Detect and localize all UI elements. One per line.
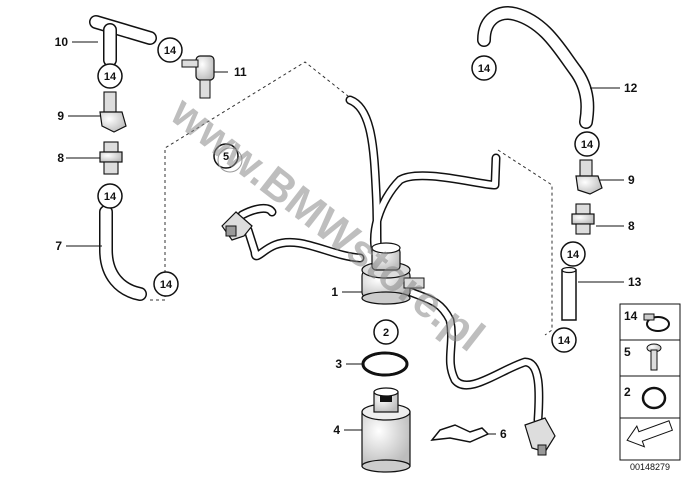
part-4-damper[interactable] [361, 387, 411, 473]
part-12-long-hose[interactable] [477, 6, 595, 129]
ref-14-b: 14 [97, 63, 123, 89]
legend-arrow-icon [626, 420, 674, 448]
part-8-right-valve[interactable] [571, 203, 595, 235]
callout-labels: 10 11 9 8 7 12 9 8 13 1 3 4 6 [55, 35, 642, 441]
svg-text:2: 2 [383, 327, 389, 339]
circled-references: 14 14 14 14 14 14 14 14 5 2 [97, 37, 600, 353]
callout-8-right: 8 [628, 219, 635, 233]
callout-11: 11 [234, 65, 247, 79]
legend-num-14: 14 [624, 309, 638, 323]
legend-num-5: 5 [624, 345, 631, 359]
ref-2: 2 [373, 319, 399, 345]
legend-screw: 5 [624, 343, 662, 371]
callout-12: 12 [624, 81, 638, 95]
part-8-left-valve[interactable] [99, 141, 123, 175]
callout-8-left: 8 [57, 151, 64, 165]
hose-harness [237, 95, 544, 425]
part-13-straight-hose[interactable] [561, 266, 577, 321]
callout-9-left: 9 [57, 109, 64, 123]
part-10-t-hose[interactable] [89, 15, 157, 67]
harness-connector-right [524, 417, 556, 456]
legend-o-ring: 2 [624, 385, 667, 410]
ref-14-e: 14 [471, 55, 497, 81]
svg-text:14: 14 [160, 279, 173, 291]
part-6-wire-bracket[interactable] [430, 424, 490, 443]
ref-14-g: 14 [560, 241, 586, 267]
callout-13: 13 [628, 275, 642, 289]
svg-text:14: 14 [104, 71, 117, 83]
callout-7: 7 [55, 239, 62, 253]
legend-hose-clamp: 14 [624, 309, 670, 332]
ref-5: 5 [213, 143, 243, 173]
svg-text:14: 14 [104, 191, 117, 203]
callout-3: 3 [335, 357, 342, 371]
leader-lines [66, 41, 624, 435]
ref-14-f: 14 [574, 131, 600, 157]
part-3-o-ring[interactable] [361, 351, 409, 377]
svg-text:14: 14 [478, 63, 491, 75]
svg-text:14: 14 [558, 335, 571, 347]
callout-10: 10 [55, 35, 69, 49]
part-11-elbow-connector[interactable] [181, 55, 215, 99]
callout-6: 6 [500, 427, 507, 441]
ref-14-a: 14 [157, 37, 183, 63]
reference-lines [150, 61, 553, 336]
svg-text:14: 14 [164, 45, 177, 57]
ref-14-d: 14 [153, 271, 179, 297]
svg-text:5: 5 [223, 151, 229, 163]
svg-text:14: 14 [567, 249, 580, 261]
parts-legend: 14 5 2 [619, 303, 681, 461]
part-7-bent-hose[interactable] [99, 205, 147, 301]
svg-text:14: 14 [581, 139, 594, 151]
part-9-right-connector[interactable] [575, 159, 603, 195]
callout-1: 1 [331, 285, 338, 299]
ref-14-h: 14 [551, 327, 577, 353]
callout-9-right: 9 [628, 173, 635, 187]
callout-4: 4 [333, 423, 340, 437]
part-1-regulator[interactable] [361, 242, 425, 305]
part-9-left-connector[interactable] [99, 91, 127, 133]
legend-num-2: 2 [624, 385, 631, 399]
watermark: www.BMWstore.pl [161, 87, 493, 362]
diagram-id: 00148279 [630, 462, 670, 472]
ref-14-c: 14 [97, 183, 123, 209]
harness-connector-left [221, 211, 253, 241]
